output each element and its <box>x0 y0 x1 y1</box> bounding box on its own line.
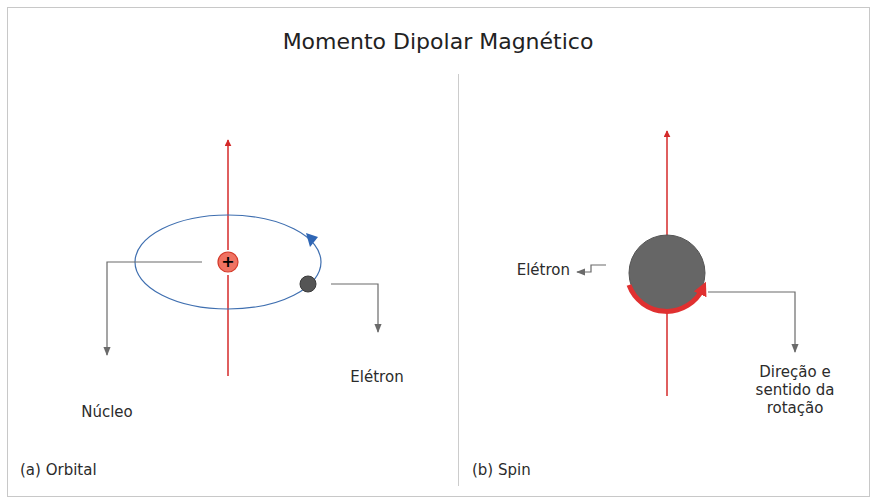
leader-line <box>577 265 606 272</box>
frame-border <box>8 8 870 497</box>
rotation-label: Direção e sentido da rotação <box>745 363 845 417</box>
dipole-axis-arrow <box>227 140 229 250</box>
dipole-axis <box>227 275 229 376</box>
charge-sign: + <box>221 254 234 270</box>
rotation-arrow <box>629 285 703 311</box>
leader-line <box>107 262 202 355</box>
electron-sphere <box>629 235 705 311</box>
panel-caption: (b) Spin <box>472 461 531 479</box>
panel-caption: (a) Orbital <box>20 461 97 479</box>
panel-divider <box>458 74 459 486</box>
leader-line <box>331 284 378 332</box>
electron-dot <box>300 276 316 292</box>
diagram-title: Momento Dipolar Magnético <box>283 28 594 56</box>
orbit-direction-marker <box>306 233 318 247</box>
nucleus-circle: + <box>217 251 239 273</box>
electron-label: Elétron <box>350 368 403 386</box>
nucleus-fill <box>218 252 238 272</box>
leader-line <box>708 292 795 352</box>
nucleus-label: Núcleo <box>81 403 133 421</box>
electron-label: Elétron <box>517 261 570 279</box>
dipole-axis-arrow <box>666 131 668 236</box>
dipole-axis <box>666 310 668 396</box>
